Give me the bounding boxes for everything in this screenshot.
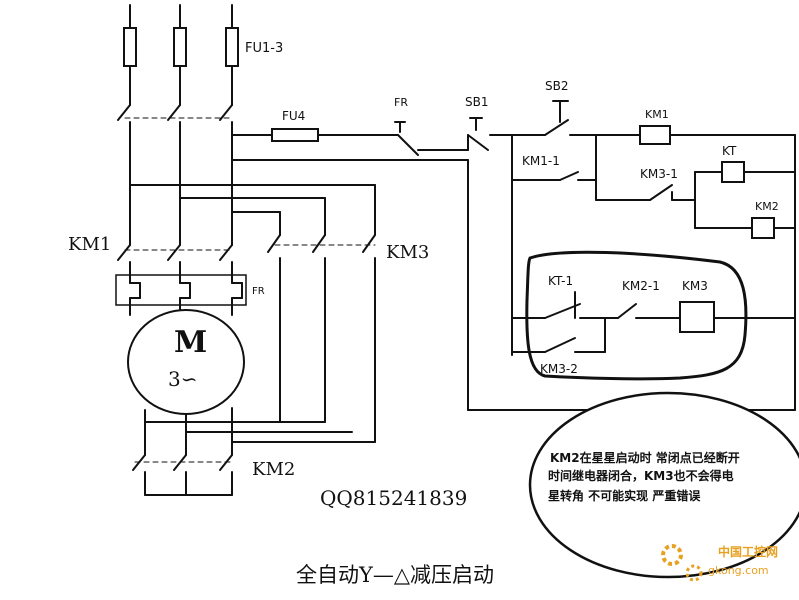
annotation-line-1: KM2在星星启动时 常闭点已经断开 [550, 450, 740, 465]
diagram-title: 全自动Y—△减压启动 [296, 563, 494, 587]
label-kt-1: KT-1 [548, 274, 573, 288]
fr-thermal [115, 274, 247, 316]
label-km3-2: KM3-2 [540, 362, 578, 376]
km1-main-contacts [117, 244, 233, 276]
label-km1-coil: KM1 [645, 108, 669, 121]
motor-phase: 3∽ [168, 367, 197, 391]
label-km3-1: KM3-1 [640, 167, 678, 181]
label-km2-1: KM2-1 [622, 279, 660, 293]
gkong-logo: 中国工控网 gkong.com [661, 544, 778, 582]
label-km1-1: KM1-1 [522, 154, 560, 168]
annotation-line-2: 时间继电器闭合，KM3也不会得电 [548, 468, 734, 483]
label-fu1-3: FU1-3 [245, 41, 283, 56]
control-feed [231, 100, 796, 411]
logo-text-cn: 中国工控网 [718, 544, 778, 559]
km3-main-contacts [129, 184, 376, 443]
km3-branch [511, 291, 796, 353]
logo-text-en: gkong.com [708, 564, 769, 577]
km2-star-contacts [132, 454, 233, 496]
label-km3-main: KM3 [386, 242, 429, 263]
label-fu4: FU4 [282, 109, 305, 123]
motor-lower-leads [144, 407, 376, 456]
annotation-oval [528, 391, 799, 579]
isolator-switch [117, 104, 233, 246]
label-fr-main: FR [252, 286, 265, 297]
label-km3-coil: KM3 [682, 279, 708, 293]
fuse-fu1-3 [123, 27, 239, 67]
label-kt-coil: KT [722, 144, 737, 158]
label-fr-ctrl: FR [394, 96, 408, 109]
label-sb1: SB1 [465, 95, 488, 109]
label-km1-main: KM1 [68, 234, 111, 255]
label-km2-coil: KM2 [755, 200, 779, 213]
annotation-line-3: 星转角 不可能实现 严重错误 [548, 488, 701, 503]
km1-1-holding [511, 134, 796, 356]
qq-watermark: QQ815241839 [320, 486, 467, 510]
highlight-scribble [525, 250, 748, 381]
label-sb2: SB2 [545, 79, 568, 93]
motor-letter: M [174, 325, 207, 360]
label-km2-main: KM2 [252, 459, 295, 480]
